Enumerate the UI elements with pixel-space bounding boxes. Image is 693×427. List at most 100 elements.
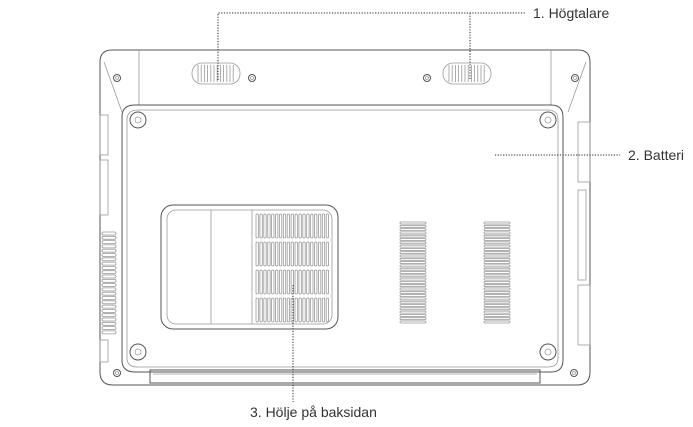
- grille-slot: [314, 213, 318, 239]
- vent-slat: [483, 261, 511, 265]
- foot-center: [544, 348, 552, 356]
- grille-slot: [278, 241, 283, 267]
- side-vent-slat: [101, 296, 117, 300]
- vent-slat: [483, 254, 511, 258]
- grille-slot: [259, 297, 263, 323]
- vent-slat: [483, 234, 511, 238]
- grille-slot: [282, 241, 287, 267]
- grille-slot: [321, 213, 326, 239]
- grille-slot: [310, 269, 314, 295]
- screw-icon: [248, 74, 256, 82]
- vent-slat: [399, 238, 427, 241]
- grille-slot: [306, 297, 310, 323]
- grille-slot: [306, 269, 310, 295]
- vent-slat: [483, 231, 511, 235]
- vent-slat: [399, 274, 427, 278]
- grille-slot: [310, 297, 314, 323]
- vent-slat: [399, 221, 427, 225]
- grille-slot: [317, 297, 322, 323]
- vent-slat: [483, 241, 511, 245]
- label-back-cover: 3. Hölje på baksidan: [250, 404, 377, 420]
- grille-slot: [267, 297, 271, 323]
- bottom-panel: [121, 104, 564, 373]
- vent-slat: [399, 304, 427, 307]
- vent-slat: [483, 247, 511, 251]
- vent-slat: [483, 290, 511, 294]
- vent-slat: [483, 310, 511, 314]
- vent-slat: [399, 234, 427, 238]
- side-vent-slat: [101, 330, 117, 335]
- vent-slat: [483, 238, 511, 241]
- grille-slot: [275, 213, 279, 239]
- side-vent-slat: [101, 283, 117, 288]
- grille-slot: [317, 269, 322, 295]
- grille-slot: [282, 297, 287, 323]
- grille-slot: [278, 297, 283, 323]
- label-speakers: 1. Högtalare: [533, 5, 610, 21]
- foot-icon: [129, 343, 147, 361]
- grille-slot: [314, 241, 318, 267]
- side-vent-slat: [101, 321, 117, 326]
- grille-slot: [325, 269, 330, 295]
- screw-icon: [113, 369, 121, 377]
- screw-icon: [571, 74, 579, 82]
- vent-slat: [483, 300, 511, 304]
- side-vent-slat: [101, 261, 117, 266]
- grille-slot: [263, 213, 267, 239]
- grille-slot: [321, 269, 326, 295]
- grille-slot: [282, 213, 287, 239]
- vent-slat: [399, 320, 427, 324]
- vent-slat: [483, 320, 511, 324]
- side-vent-slat: [101, 326, 117, 331]
- grille-slot: [321, 241, 326, 267]
- vent-slat: [399, 271, 427, 274]
- side-vent-slat: [101, 257, 117, 262]
- vent-slat: [483, 294, 511, 298]
- grille-slot: [298, 269, 302, 295]
- vent-slat: [399, 257, 427, 261]
- grille-slot: [255, 213, 259, 239]
- vent-slat: [483, 271, 511, 274]
- grille-slot: [314, 269, 318, 295]
- grille-slot: [306, 213, 310, 239]
- speaker-grille: [191, 62, 241, 85]
- side-vent-slat: [101, 265, 117, 270]
- vent-slat: [399, 280, 427, 284]
- vent-slat: [399, 261, 427, 265]
- vent-slat: [483, 284, 511, 288]
- back-cover: [160, 204, 339, 330]
- foot-center: [134, 348, 142, 356]
- side-vent-slat: [101, 317, 117, 322]
- grille-slot: [286, 269, 291, 295]
- side-ports: [99, 114, 591, 363]
- vent-slat: [399, 224, 427, 228]
- grille-slot: [282, 269, 287, 295]
- grille-slot: [275, 269, 279, 295]
- grille-slot: [263, 269, 267, 295]
- side-vent-slat: [101, 274, 117, 279]
- grille-slot: [267, 241, 271, 267]
- grille-slot: [286, 297, 291, 323]
- grille-slot: [278, 213, 283, 239]
- grille-slot: [310, 213, 314, 239]
- grille-slot: [302, 241, 306, 267]
- foot-center: [134, 116, 142, 124]
- grille-slot: [298, 297, 302, 323]
- vent-slat: [399, 300, 427, 304]
- grille-slot: [290, 213, 294, 239]
- grille-slot: [271, 213, 275, 239]
- side-vent-slat: [101, 304, 117, 309]
- screw-center: [425, 76, 429, 80]
- vent-slat: [483, 307, 511, 311]
- screw-center: [115, 76, 119, 80]
- vent-slat: [399, 294, 427, 298]
- vents: [101, 221, 511, 335]
- grille-slot: [278, 269, 283, 295]
- grille-slot: [275, 297, 279, 323]
- side-vent-slat: [101, 278, 117, 283]
- grille-slot: [314, 297, 318, 323]
- vent-slat: [399, 307, 427, 311]
- grille-slot: [321, 297, 326, 323]
